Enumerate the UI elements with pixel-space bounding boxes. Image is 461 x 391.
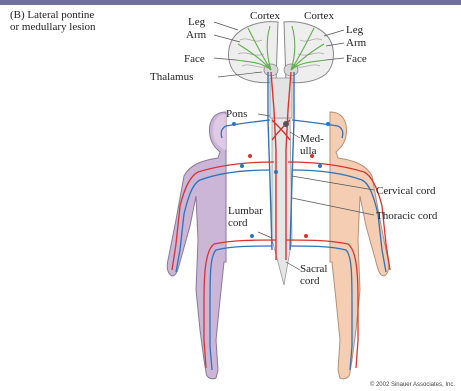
- label-cervical-cord: Cervical cord: [376, 185, 436, 197]
- right-body-silhouette: [330, 112, 389, 379]
- label-medulla-line2: ulla: [300, 145, 324, 157]
- label-medulla-line1: Med-: [300, 133, 324, 145]
- copyright-notice: © 2002 Sinauer Associates, Inc.: [370, 382, 455, 388]
- label-thalamus: Thalamus: [150, 71, 193, 83]
- label-medulla: Med- ulla: [300, 133, 324, 157]
- label-lumbar-line2: cord: [228, 217, 263, 229]
- label-arm-left: Arm: [186, 29, 206, 41]
- label-sacral-line1: Sacral: [300, 263, 327, 275]
- label-cortex-right: Cortex: [304, 10, 334, 22]
- lesion-marker: [283, 121, 289, 127]
- label-face-left: Face: [184, 53, 205, 65]
- label-leg-left: Leg: [188, 16, 205, 28]
- label-thoracic-cord: Thoracic cord: [376, 210, 437, 222]
- label-leg-right: Leg: [346, 24, 363, 36]
- label-sacral-line2: cord: [300, 275, 327, 287]
- label-pons: Pons: [226, 108, 247, 120]
- right-body-figure: [330, 112, 389, 379]
- label-cortex-left: Cortex: [250, 10, 280, 22]
- label-face-right: Face: [346, 53, 367, 65]
- label-sacral-cord: Sacral cord: [300, 263, 327, 287]
- brain: [229, 22, 334, 118]
- label-lumbar-line1: Lumbar: [228, 205, 263, 217]
- label-arm-right: Arm: [346, 37, 366, 49]
- label-lumbar-cord: Lumbar cord: [228, 205, 263, 229]
